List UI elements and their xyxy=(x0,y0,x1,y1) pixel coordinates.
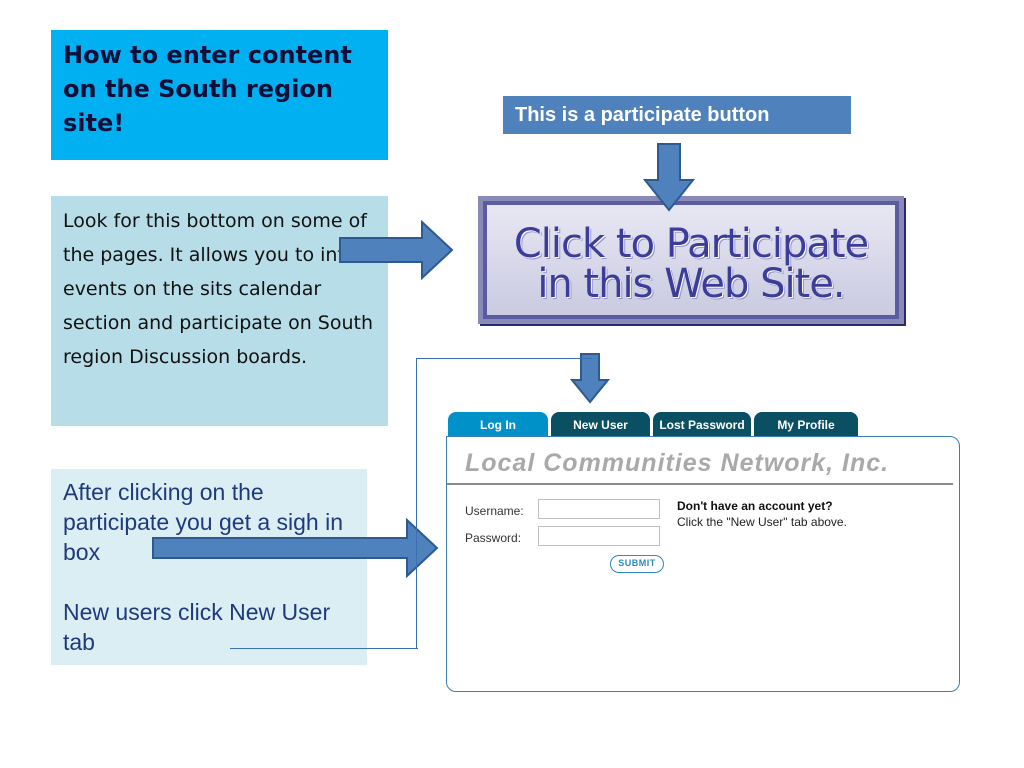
username-field[interactable] xyxy=(538,499,660,519)
title-box: How to enter content on the South region… xyxy=(51,30,388,160)
login-widget: Log In New User Lost Password My Profile… xyxy=(446,412,962,694)
login-panel: Local Communities Network, Inc. Username… xyxy=(446,436,960,692)
down-arrow-icon xyxy=(570,353,610,404)
no-account-text: Click the "New User" tab above. xyxy=(677,515,847,529)
login-tabs: Log In New User Lost Password My Profile xyxy=(446,412,866,436)
submit-button[interactable]: SUBMIT xyxy=(610,555,664,573)
look-for-button-note: Look for this bottom on some of the page… xyxy=(51,196,388,426)
sign-in-note-line1: After clicking on the participate you ge… xyxy=(63,479,344,565)
participate-button-label: This is a participate button xyxy=(503,96,851,134)
password-field[interactable] xyxy=(538,526,660,546)
sign-in-note: After clicking on the participate you ge… xyxy=(51,469,367,665)
title-text: How to enter content on the South region… xyxy=(63,41,352,137)
connector-line xyxy=(416,358,592,359)
connector-line xyxy=(416,358,417,649)
tab-lost-password[interactable]: Lost Password xyxy=(653,412,751,436)
tab-log-in[interactable]: Log In xyxy=(448,412,548,436)
company-name: Local Communities Network, Inc. xyxy=(465,449,890,477)
no-account-heading: Don't have an account yet? xyxy=(677,499,833,513)
divider xyxy=(447,483,953,485)
right-arrow-icon xyxy=(339,220,454,280)
right-arrow-icon xyxy=(152,518,439,578)
password-label: Password: xyxy=(465,531,522,545)
look-note-text: Look for this bottom on some of the page… xyxy=(63,210,374,368)
connector-line xyxy=(230,648,418,649)
tab-new-user[interactable]: New User xyxy=(551,412,650,436)
sign-in-note-line2: New users click New User tab xyxy=(63,599,331,655)
participate-button[interactable]: Click to Participate in this Web Site. xyxy=(478,196,904,324)
tab-my-profile[interactable]: My Profile xyxy=(754,412,858,436)
username-label: Username: xyxy=(465,504,524,518)
down-arrow-icon xyxy=(643,143,695,212)
participate-button-line2: in this Web Site. xyxy=(537,261,845,307)
participate-button-line1: Click to Participate xyxy=(513,221,869,267)
